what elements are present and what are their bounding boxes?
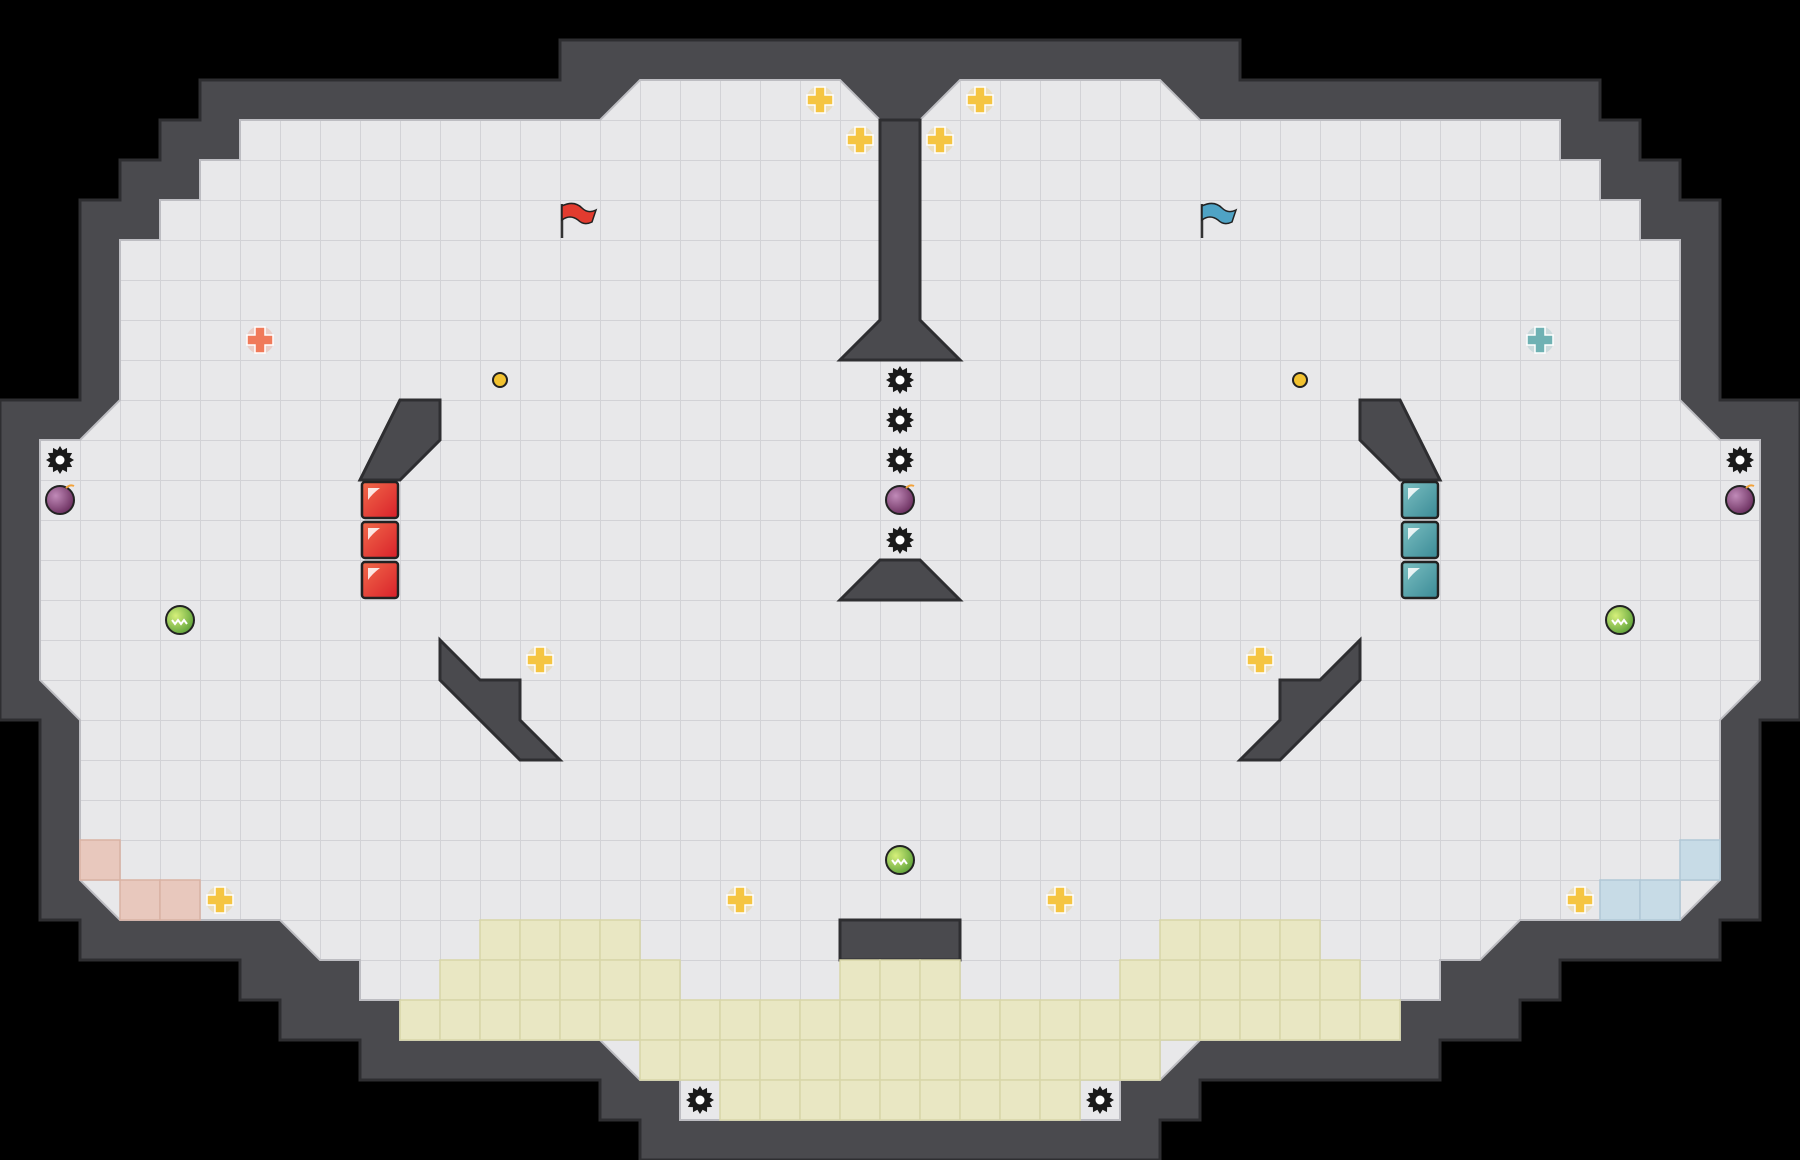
boost-icon bbox=[846, 126, 874, 154]
flag-icon bbox=[1200, 202, 1238, 238]
gate-block-icon bbox=[360, 520, 400, 560]
zone-tiles bbox=[79, 839, 1721, 1121]
center-bottom-bar bbox=[838, 918, 962, 962]
gate-block-icon bbox=[1400, 560, 1440, 600]
bomb-icon bbox=[1725, 484, 1755, 515]
boost-icon bbox=[926, 126, 954, 154]
blue-gates bbox=[1400, 480, 1440, 600]
boosts bbox=[206, 86, 1594, 914]
gate-block-icon bbox=[360, 480, 400, 520]
left-upper-ramp bbox=[357, 398, 442, 482]
left-lower-ramp bbox=[438, 636, 564, 762]
spike-icon bbox=[886, 366, 914, 394]
boost-icon bbox=[806, 86, 834, 114]
right-upper-ramp bbox=[1358, 398, 1443, 482]
bomb-icon bbox=[45, 484, 75, 515]
powerups bbox=[165, 605, 1635, 875]
powerup-icon bbox=[1605, 605, 1635, 635]
spike-icon bbox=[886, 446, 914, 474]
center-top-pillar bbox=[836, 118, 964, 362]
boost-icon bbox=[726, 886, 754, 914]
boost-icon bbox=[1566, 886, 1594, 914]
boost-icon bbox=[206, 886, 234, 914]
red-endzone bbox=[79, 839, 201, 921]
boost-icon bbox=[1046, 886, 1074, 914]
spike-icon bbox=[886, 406, 914, 434]
spike-icon bbox=[1726, 446, 1754, 474]
boost-icon bbox=[526, 646, 554, 674]
gate-block-icon bbox=[360, 560, 400, 600]
flag-icon bbox=[560, 202, 598, 238]
blue-endzone bbox=[1599, 839, 1721, 921]
right-lower-ramp bbox=[1236, 636, 1362, 762]
powerup-icon bbox=[885, 845, 915, 875]
spike-icon bbox=[46, 446, 74, 474]
red-flag bbox=[560, 202, 598, 238]
powerup-icon bbox=[165, 605, 195, 635]
boost-icon bbox=[246, 326, 274, 354]
button-icon bbox=[1292, 372, 1308, 388]
bombs bbox=[45, 484, 1755, 515]
spike-icon bbox=[886, 526, 914, 554]
blue-flag bbox=[1200, 202, 1238, 238]
center-mid-wedge bbox=[836, 558, 964, 602]
boost-icon bbox=[1246, 646, 1274, 674]
gate-block-icon bbox=[1400, 480, 1440, 520]
boost-icon bbox=[966, 86, 994, 114]
gate-block-icon bbox=[1400, 520, 1440, 560]
button-icon bbox=[492, 372, 508, 388]
spike-icon bbox=[686, 1086, 714, 1114]
spikes bbox=[46, 366, 1754, 1114]
boost-icon bbox=[1526, 326, 1554, 354]
spike-icon bbox=[1086, 1086, 1114, 1114]
bomb-icon bbox=[885, 484, 915, 515]
map-walls-inner bbox=[357, 118, 1443, 962]
red-gates bbox=[360, 480, 400, 600]
buttons bbox=[492, 372, 1308, 388]
neutral-zone bbox=[399, 919, 1401, 1121]
